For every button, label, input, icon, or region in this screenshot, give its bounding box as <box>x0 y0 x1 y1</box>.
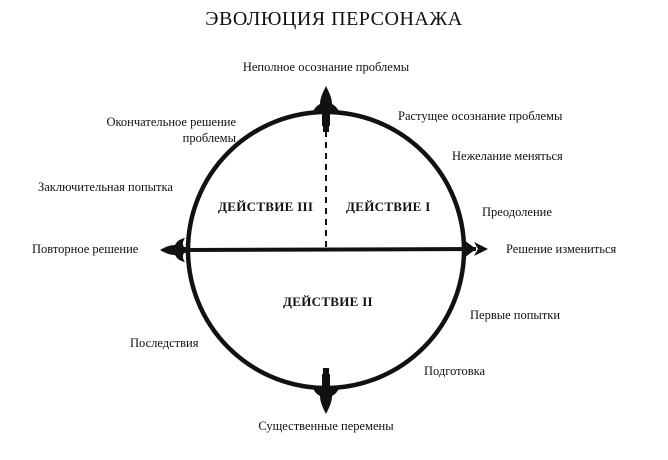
stage-bottom-label: Существенные перемены <box>258 419 394 433</box>
stage-repeat-decision-label: Повторное решение <box>32 242 139 256</box>
act-3-label: ДЕЙСТВИЕ III <box>218 199 314 214</box>
horizontal-axis <box>181 247 477 252</box>
stage-overcoming-label: Преодоление <box>482 205 552 219</box>
stage-growing-awareness-label: Растущее осознание проблемы <box>398 109 563 123</box>
stage-top-label: Неполное осознание проблемы <box>242 60 410 74</box>
right-arrow-icon <box>464 240 488 258</box>
act-2-label: ДЕЙСТВИЕ II <box>283 294 373 309</box>
bottom-fleur-icon <box>312 368 340 414</box>
stage-preparation-label: Подготовка <box>424 364 486 378</box>
top-fleur-icon <box>312 86 340 132</box>
stage-first-attempts-label: Первые попытки <box>470 308 561 322</box>
diagram-title: ЭВОЛЮЦИЯ ПЕРСОНАЖА <box>205 8 463 30</box>
stage-consequences-label: Последствия <box>130 336 199 350</box>
act-1-label: ДЕЙСТВИЕ I <box>346 199 431 214</box>
stage-final-solution-line1: Окончательное решение <box>106 115 236 129</box>
stage-final-solution-line2: проблемы <box>182 131 236 145</box>
stage-final-attempt-label: Заключительная попытка <box>38 180 173 194</box>
stage-final-solution-label: Окончательное решение проблемы <box>80 114 236 146</box>
left-fleur-icon <box>160 238 190 262</box>
stage-reluctance-label: Нежелание меняться <box>452 149 563 163</box>
stage-decision-label: Решение измениться <box>506 242 617 256</box>
